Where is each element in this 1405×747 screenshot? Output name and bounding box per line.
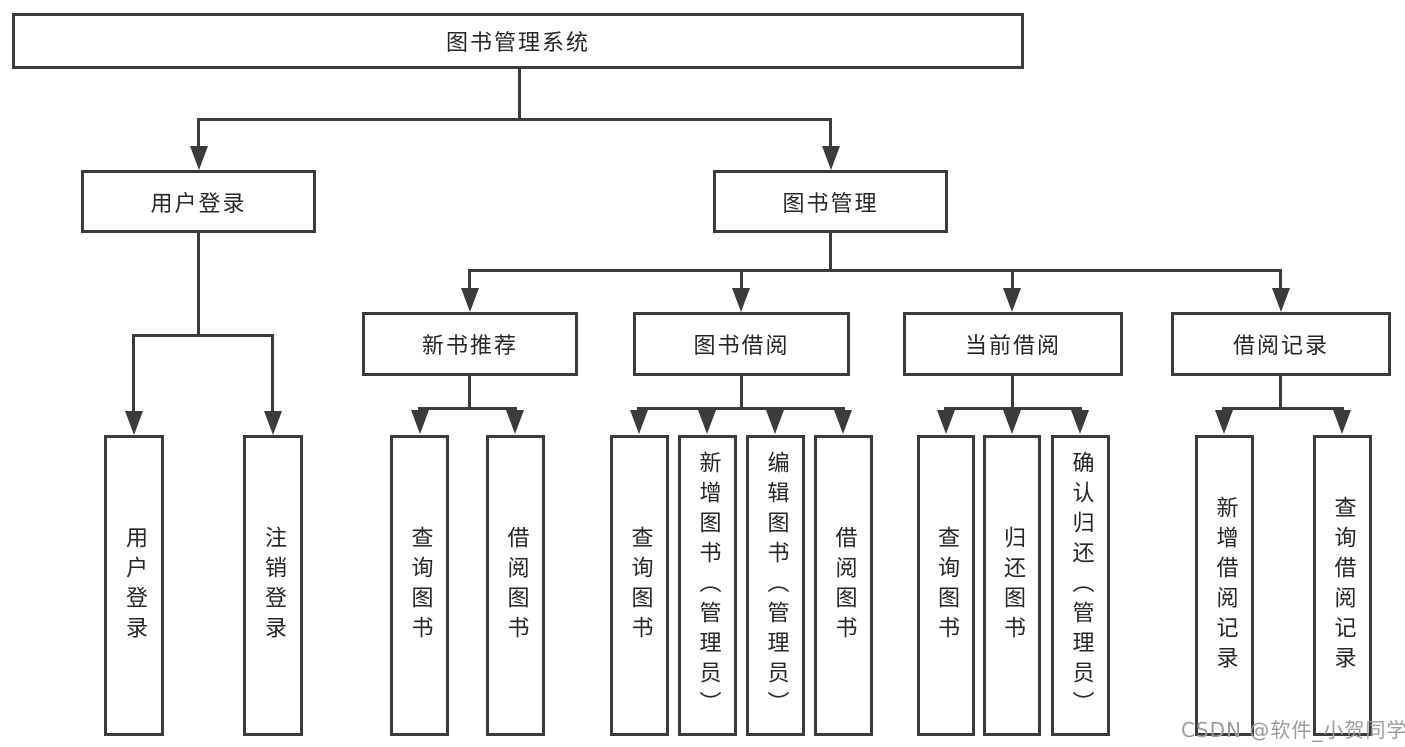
node-label: 查询借阅记录 [1330,495,1356,676]
connector-level1-bar [197,118,832,121]
node-label: 借阅图书 [503,525,529,646]
node-label: 借阅记录 [1232,334,1329,359]
connector-user-login-left [132,334,135,412]
node-label: 当前借阅 [964,334,1061,359]
node-label: 图书借阅 [693,334,790,359]
arrowhead-down-icon [411,410,429,434]
arrowhead-down-icon [1333,410,1351,434]
node-label: 编辑图书（管理员） [763,450,789,721]
node-label: 查询图书 [407,525,433,646]
arrowhead-down-icon [1003,410,1021,434]
node-label: 用户登录 [150,191,247,217]
node-book-borrowing: 图书借阅 [633,312,850,376]
node-label: 图书管理系统 [445,31,590,56]
connector-user-login-stem [197,233,200,336]
connector-root-stem [518,69,521,120]
node-label: 新增图书（管理员） [695,450,721,721]
connector-level2-a [468,269,471,291]
leaf-edit-book-admin: 编辑图书（管理员） [746,435,805,736]
connector-book-management-stem [829,233,832,271]
node-current-borrowing: 当前借阅 [903,312,1123,376]
leaf-query-borrow-record: 查询借阅记录 [1313,435,1372,736]
connector-level2-d [1279,269,1282,291]
node-label: 图书管理 [782,191,879,217]
node-root: 图书管理系统 [12,13,1024,69]
arrowhead-down-icon [461,288,479,312]
csdn-watermark: CSDN @软件_小贺同学 [1181,718,1405,742]
connector-level2-b [740,269,743,291]
arrowhead-down-icon [732,288,750,312]
connector-level1-left [197,118,200,148]
arrowhead-down-icon [125,411,143,435]
arrowhead-down-icon [698,410,716,434]
connector-records-stem [1279,376,1282,409]
leaf-logout: 注销登录 [243,435,303,736]
leaf-return-books: 归还图书 [983,435,1041,736]
connector-level1-right [829,118,832,148]
connector-recommend-stem [468,376,471,409]
connector-user-login-bar [132,334,274,337]
leaf-query-books-borrowing: 查询图书 [610,435,669,736]
connector-user-login-right [271,334,274,412]
leaf-query-books-current: 查询图书 [917,435,975,736]
arrowhead-down-icon [1003,288,1021,312]
arrowhead-down-icon [630,410,648,434]
leaf-add-book-admin: 新增图书（管理员） [678,435,737,736]
connector-level2-c [1011,269,1014,291]
node-book-management: 图书管理 [713,170,948,233]
arrowhead-down-icon [506,410,524,434]
connector-recommend-bar [418,407,517,410]
connector-borrowing-stem [740,376,743,409]
connector-current-stem [1011,376,1014,409]
leaf-borrow-books-borrowing: 借阅图书 [814,435,873,736]
node-label: 查询图书 [934,525,959,646]
node-label: 借阅图书 [831,525,857,646]
node-label: 新书推荐 [421,334,518,359]
leaf-user-login: 用户登录 [104,435,164,736]
connector-borrowing-bar [637,407,845,410]
node-label: 注销登录 [261,525,286,646]
arrowhead-down-icon [264,411,282,435]
node-borrowing-records: 借阅记录 [1171,312,1391,376]
leaf-add-borrow-record: 新增借阅记录 [1195,435,1254,736]
node-label: 新增借阅记录 [1212,495,1238,676]
arrowhead-down-icon [1272,288,1290,312]
leaf-confirm-return-admin: 确认归还（管理员） [1051,435,1110,736]
node-new-book-recommendation: 新书推荐 [362,312,578,376]
connector-current-bar [944,407,1082,410]
connector-records-bar [1222,407,1344,410]
leaf-query-books-recommend: 查询图书 [390,435,449,736]
arrowhead-down-icon [834,410,852,434]
arrowhead-down-icon [822,146,840,170]
leaf-borrow-books-recommend: 借阅图书 [486,435,545,736]
arrowhead-down-icon [190,146,208,170]
node-label: 归还图书 [1000,525,1025,646]
node-user-login: 用户登录 [81,170,316,233]
arrowhead-down-icon [1215,410,1233,434]
node-label: 查询图书 [627,525,653,646]
connector-level2-bar [468,269,1282,272]
arrowhead-down-icon [937,410,955,434]
node-label: 用户登录 [122,525,147,646]
arrowhead-down-icon [1071,410,1089,434]
node-label: 确认归还（管理员） [1068,450,1094,721]
arrowhead-down-icon [766,410,784,434]
